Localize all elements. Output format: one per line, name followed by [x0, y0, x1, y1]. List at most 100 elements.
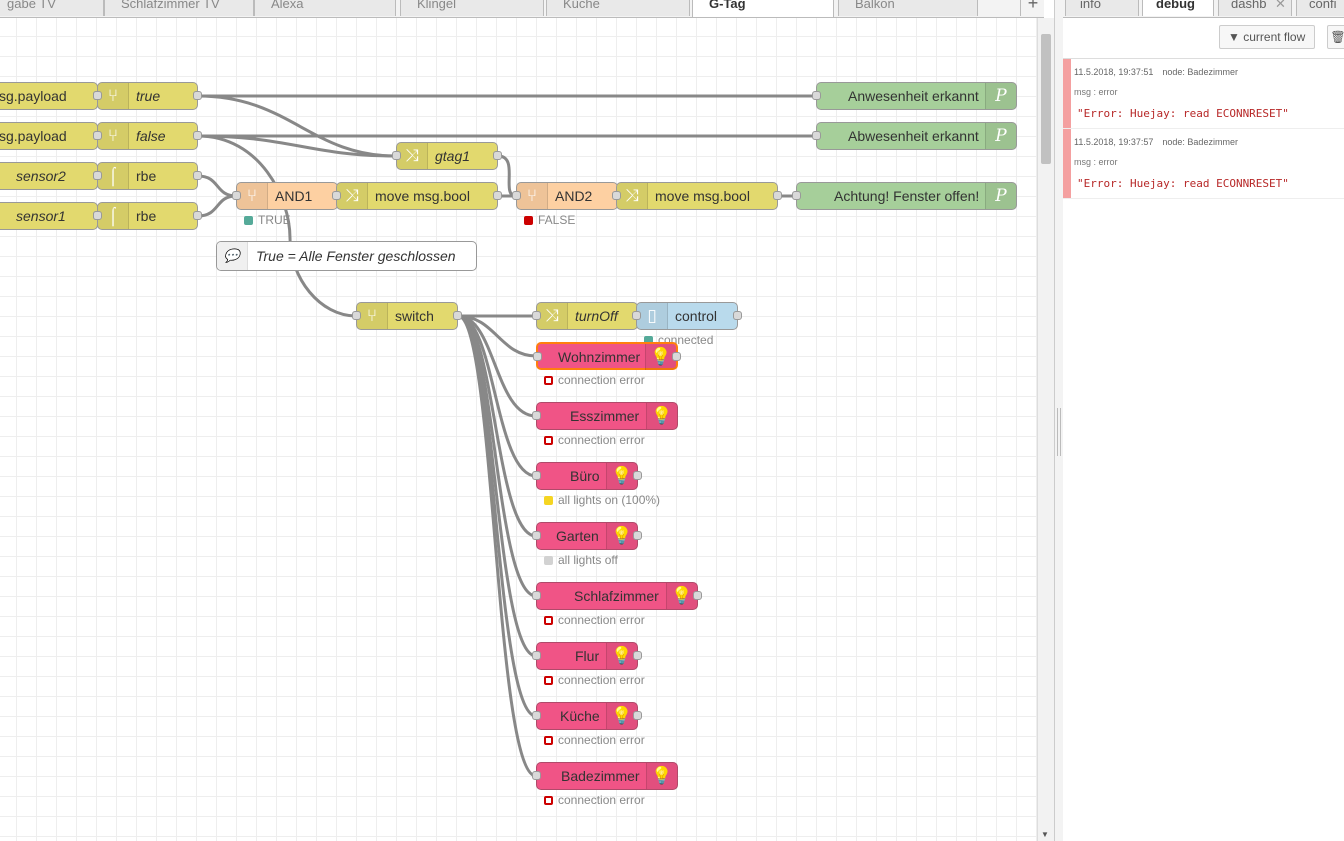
sidebar-tab-config[interactable]: confi	[1296, 0, 1344, 16]
hue-light-node-schlafzimmer[interactable]: Schlafzimmer 💡	[532, 582, 702, 610]
input-port[interactable]	[632, 311, 641, 320]
input-port[interactable]	[93, 131, 102, 140]
splitter-grip[interactable]	[1057, 408, 1061, 456]
workspace-scrollbar[interactable]: ▼	[1037, 18, 1054, 841]
output-port[interactable]	[633, 711, 642, 720]
input-port[interactable]	[532, 771, 541, 780]
pushbullet-node-anwesenheit[interactable]: Anwesenheit erkannt P	[812, 82, 1017, 110]
input-port[interactable]	[332, 191, 341, 200]
input-port[interactable]	[532, 651, 541, 660]
sidebar-tab-info[interactable]: info	[1065, 0, 1139, 16]
node-label: AND1	[275, 188, 313, 204]
input-port[interactable]	[512, 191, 521, 200]
tab-balkon[interactable]: Balkon	[838, 0, 978, 16]
change-node-gtag1[interactable]: ⤨ gtag1	[392, 142, 502, 170]
hue-bridge-control-node[interactable]: ▯ control	[632, 302, 742, 330]
rbe-node[interactable]: ⌠ rbe	[93, 162, 202, 190]
input-port[interactable]	[532, 591, 541, 600]
change-node-move-bool[interactable]: ⤨ move msg.bool	[612, 182, 782, 210]
change-node-payload[interactable]: sg.payload	[0, 122, 102, 150]
output-port[interactable]	[773, 191, 782, 200]
switch-node[interactable]: ⑂ switch	[352, 302, 462, 330]
output-port[interactable]	[193, 131, 202, 140]
switch-node-false[interactable]: ⑂ false	[93, 122, 202, 150]
hue-light-node-buero[interactable]: Büro 💡	[532, 462, 642, 490]
tab-alexa[interactable]: Alexa	[254, 0, 396, 16]
input-port[interactable]	[532, 531, 541, 540]
node-status: connection error	[544, 733, 645, 747]
node-label: sg.payload	[0, 128, 67, 144]
hue-light-node-flur[interactable]: Flur 💡	[532, 642, 642, 670]
node-label: control	[675, 308, 718, 324]
input-port[interactable]	[532, 411, 541, 420]
output-port[interactable]	[493, 191, 502, 200]
output-port[interactable]	[453, 311, 462, 320]
output-port[interactable]	[672, 352, 681, 361]
add-tab-button[interactable]: +	[1020, 0, 1044, 16]
output-port[interactable]	[493, 151, 502, 160]
tab-klingel[interactable]: Klingel	[400, 0, 544, 16]
debug-node-link[interactable]: node: Badezimmer	[1162, 67, 1238, 77]
scrollbar-thumb[interactable]	[1041, 34, 1051, 164]
scroll-down-arrow-icon[interactable]: ▼	[1041, 830, 1049, 839]
change-node-turnoff[interactable]: ⤨ turnOff	[532, 302, 638, 330]
flow-workspace[interactable]: sg.payload ⑂ true Anwesenheit erkannt P …	[0, 18, 1037, 841]
tab-gabe-tv[interactable]: gabe TV	[0, 0, 104, 16]
input-port[interactable]	[532, 711, 541, 720]
tab-g-tag[interactable]: G-Tag	[692, 0, 834, 17]
input-port[interactable]	[392, 151, 401, 160]
input-port[interactable]	[612, 191, 621, 200]
input-port[interactable]	[352, 311, 361, 320]
sensor-node-sensor2[interactable]: sensor2	[0, 162, 102, 190]
error-indicator	[1063, 59, 1071, 128]
sidebar-tab-dashboard[interactable]: dashb✕	[1218, 0, 1292, 16]
input-port[interactable]	[532, 311, 541, 320]
output-port[interactable]	[193, 91, 202, 100]
debug-node-link[interactable]: node: Badezimmer	[1162, 137, 1238, 147]
input-port[interactable]	[792, 191, 801, 200]
and-node-and1[interactable]: ⑂ AND1	[232, 182, 342, 210]
sidebar-tab-debug[interactable]: debug	[1142, 0, 1214, 16]
input-port[interactable]	[232, 191, 241, 200]
hue-light-node-wohnzimmer[interactable]: Wohnzimmer 💡	[533, 342, 681, 370]
output-port[interactable]	[633, 471, 642, 480]
tab-kueche[interactable]: Küche	[546, 0, 690, 16]
hue-light-node-garten[interactable]: Garten 💡	[532, 522, 642, 550]
input-port[interactable]	[93, 171, 102, 180]
output-port[interactable]	[193, 211, 202, 220]
output-port[interactable]	[633, 651, 642, 660]
sensor-node-sensor1[interactable]: sensor1	[0, 202, 102, 230]
filter-button[interactable]: ▼ current flow	[1219, 25, 1316, 49]
hue-light-node-badezimmer[interactable]: Badezimmer 💡	[532, 762, 678, 790]
output-port[interactable]	[733, 311, 742, 320]
hue-light-node-kueche[interactable]: Küche 💡	[532, 702, 642, 730]
input-port[interactable]	[93, 211, 102, 220]
input-port[interactable]	[812, 91, 821, 100]
close-icon[interactable]: ✕	[1275, 0, 1286, 11]
tab-schlafzimmer-tv[interactable]: Schlafzimmer TV	[104, 0, 254, 16]
change-node-payload[interactable]: sg.payload	[0, 82, 102, 110]
change-node-move-bool[interactable]: ⤨ move msg.bool	[332, 182, 502, 210]
hue-light-node-esszimmer[interactable]: Esszimmer 💡	[532, 402, 678, 430]
comment-node[interactable]: 💬 True = Alle Fenster geschlossen	[216, 241, 477, 271]
clear-button[interactable]: 🗑	[1327, 25, 1344, 49]
input-port[interactable]	[93, 91, 102, 100]
switch-node-true[interactable]: ⑂ true	[93, 82, 202, 110]
rbe-node[interactable]: ⌠ rbe	[93, 202, 202, 230]
output-port[interactable]	[633, 531, 642, 540]
input-port[interactable]	[812, 131, 821, 140]
and-node-and2[interactable]: ⑂ AND2	[512, 182, 622, 210]
wire	[456, 314, 538, 358]
node-label: turnOff	[575, 308, 618, 324]
pushbullet-node-fenster[interactable]: Achtung! Fenster offen! P	[792, 182, 1017, 210]
output-port[interactable]	[693, 591, 702, 600]
status-dot	[544, 436, 553, 445]
switch-icon: ⑂	[357, 303, 388, 329]
pushbullet-node-abwesenheit[interactable]: Abwesenheit erkannt P	[812, 122, 1017, 150]
input-port[interactable]	[532, 471, 541, 480]
output-port[interactable]	[193, 171, 202, 180]
input-port[interactable]	[533, 352, 542, 361]
